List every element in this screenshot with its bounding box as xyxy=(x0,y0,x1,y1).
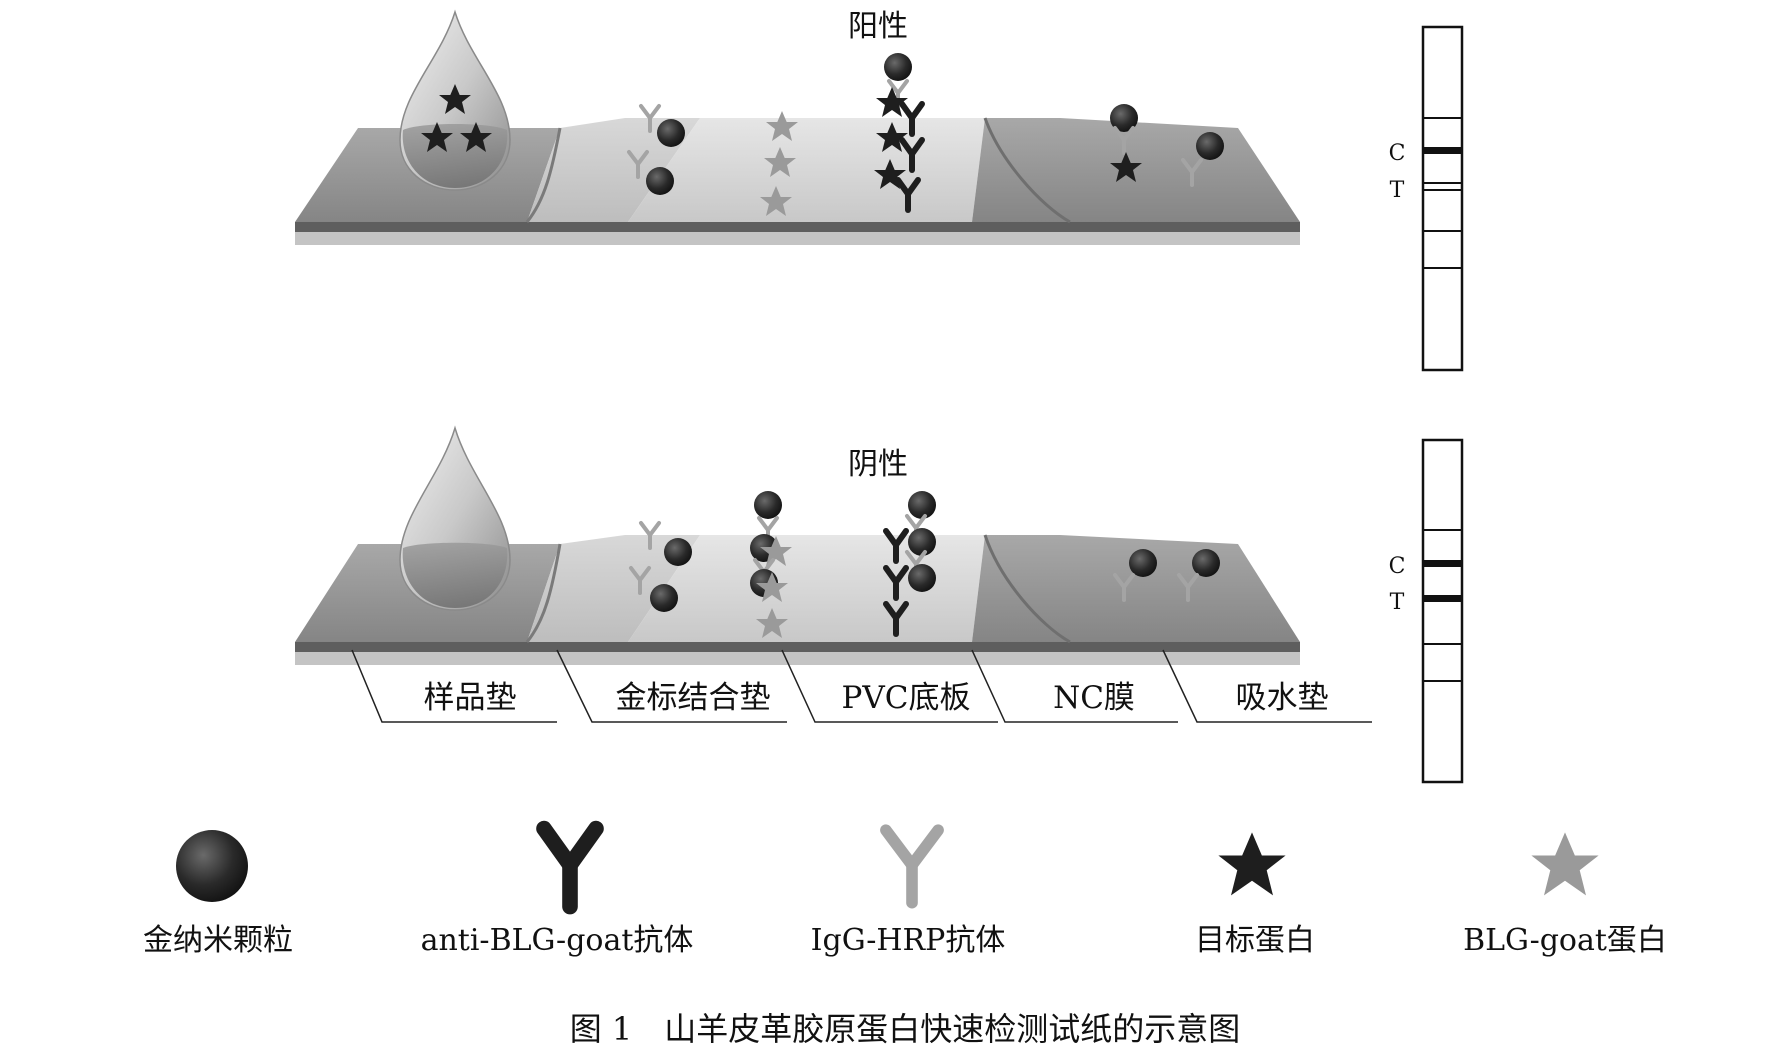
dark-star-icon xyxy=(1218,832,1286,896)
legend-item-gold-nanoparticle: 金纳米颗粒 xyxy=(143,830,293,958)
t-label: T xyxy=(1390,590,1405,615)
t-label: T xyxy=(1390,178,1405,203)
legend-label: 目标蛋白 xyxy=(1195,923,1315,958)
gold-nanoparticle xyxy=(908,491,936,519)
gold-nanoparticle xyxy=(908,528,936,556)
pvc-base-edge xyxy=(295,652,1300,665)
zone-label-pvc-base: PVC底板 xyxy=(842,680,971,716)
gold-nanoparticle xyxy=(646,167,674,195)
figure-caption: 图 1 山羊皮革胶原蛋白快速检测试纸的示意图 xyxy=(570,1010,1241,1048)
legend-item-anti-blg-antibody: anti-BLG-goat抗体 xyxy=(421,820,694,958)
negative-panel: 阴性 xyxy=(295,425,1372,723)
negative-title: 阴性 xyxy=(848,447,908,482)
pvc-base-edge xyxy=(295,232,1300,245)
positive-control-line xyxy=(1423,147,1462,154)
zone-label-conjugate-pad: 金标结合垫 xyxy=(616,680,771,716)
dark-antibody-icon xyxy=(536,820,604,915)
conjugate-pad xyxy=(527,535,700,642)
zone-label-sample-pad: 样品垫 xyxy=(424,680,517,716)
legend-item-blg-goat-protein: BLG-goat蛋白 xyxy=(1463,832,1667,958)
positive-title: 阳性 xyxy=(848,9,908,44)
strip-dark-layer xyxy=(295,642,1300,652)
positive-result-strip: C T xyxy=(1389,25,1464,372)
gold-nanoparticle xyxy=(908,564,936,592)
conjugate-pad xyxy=(527,118,700,222)
gold-nanoparticle xyxy=(1192,549,1220,577)
light-star-icon xyxy=(1531,832,1599,896)
negative-control-line xyxy=(1423,560,1462,567)
sample-droplet xyxy=(399,9,511,191)
gold-nanoparticle xyxy=(657,119,685,147)
negative-test-line xyxy=(1423,595,1462,602)
negative-result-strip: C T xyxy=(1389,438,1464,784)
strip-dark-layer xyxy=(295,222,1300,232)
legend-item-igg-hrp-antibody: IgG-HRP抗体 xyxy=(811,824,1006,958)
c-label: C xyxy=(1389,141,1406,166)
zone-label-absorbent-pad: 吸水垫 xyxy=(1236,680,1329,716)
legend-label: BLG-goat蛋白 xyxy=(1463,923,1667,958)
legend: 金纳米颗粒 anti-BLG-goat抗体 IgG-HRP抗体 目标蛋白 xyxy=(143,820,1667,958)
light-antibody-icon xyxy=(880,824,944,909)
sample-droplet xyxy=(399,425,511,611)
gold-nanoparticle xyxy=(884,53,912,81)
gold-nanoparticle xyxy=(1196,132,1224,160)
gold-nanoparticle xyxy=(1129,549,1157,577)
gold-nanoparticle xyxy=(754,491,782,519)
zone-label-nc-membrane: NC膜 xyxy=(1053,680,1135,716)
positive-panel: 阳性 xyxy=(295,9,1300,245)
gold-nanoparticle xyxy=(664,538,692,566)
legend-item-target-protein: 目标蛋白 xyxy=(1195,832,1315,958)
legend-label: 金纳米颗粒 xyxy=(143,923,293,958)
legend-label: IgG-HRP抗体 xyxy=(811,923,1006,958)
gold-nanoparticle xyxy=(650,584,678,612)
gold-nanoparticle-icon xyxy=(176,830,248,902)
legend-label: anti-BLG-goat抗体 xyxy=(421,923,694,958)
absorbent-pad xyxy=(972,118,1300,222)
strip-zone-labels: 样品垫 金标结合垫 PVC底板 NC膜 吸水垫 xyxy=(351,649,1372,723)
c-label: C xyxy=(1389,554,1406,579)
